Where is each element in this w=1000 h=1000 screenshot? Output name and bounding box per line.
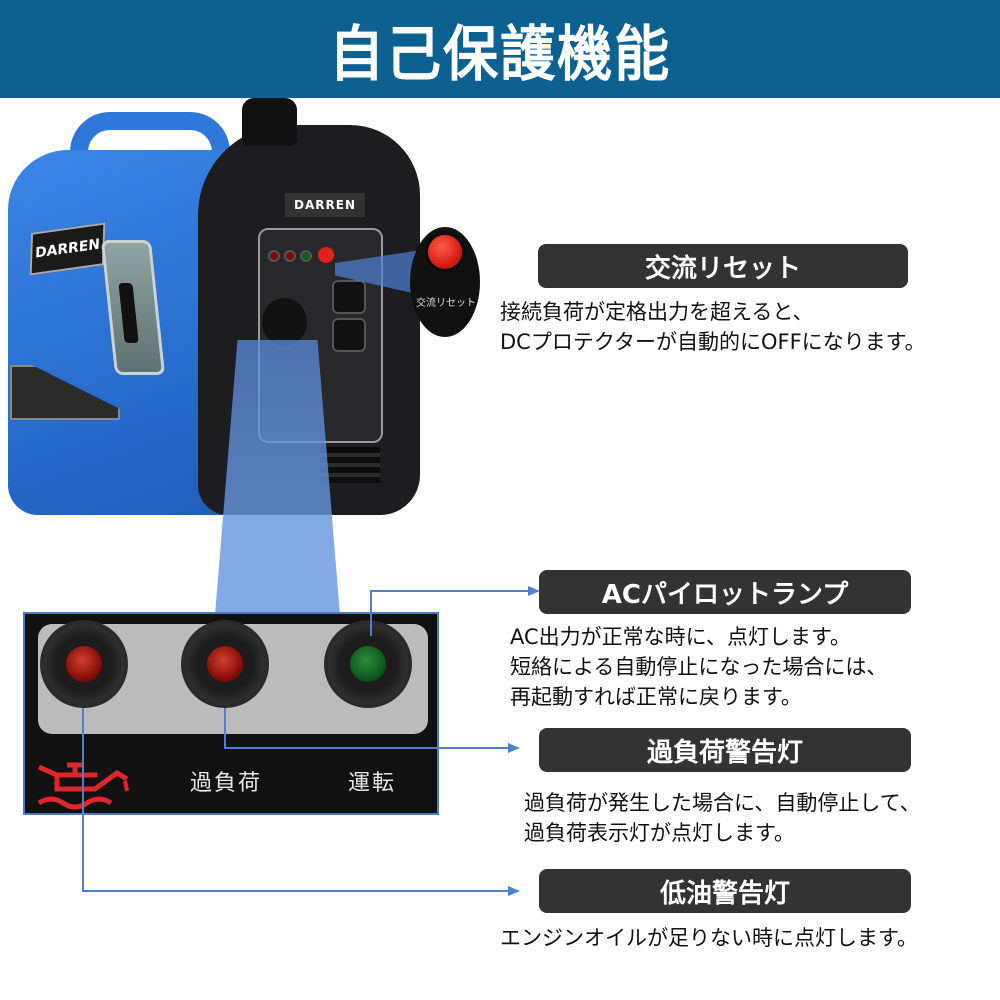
overload-label: 過負荷 [190, 771, 263, 796]
ac-outlet-2 [332, 318, 366, 352]
desc-line: 接続負荷が定格出力を超えると、 [500, 300, 814, 324]
callout-desc-overload-warning: 過負荷が発生した場合に、自動停止して、 過負荷表示灯が点灯します。 [524, 788, 921, 848]
reset-button-label: 交流リセット [416, 298, 476, 309]
callout-title-low-oil-warning: 低油警告灯 [539, 869, 911, 913]
callout-title-overload-warning: 過負荷警告灯 [539, 728, 911, 772]
highlight-beam-indicators [215, 340, 340, 615]
connector-pilot-horizontal [370, 590, 530, 592]
connector-overload-horizontal [224, 747, 512, 749]
vents [320, 447, 380, 483]
ac-outlet-1 [332, 280, 366, 314]
header-banner: 自己保護機能 [0, 0, 1000, 98]
mini-oil-led [268, 250, 280, 262]
page-title: 自己保護機能 [328, 19, 672, 90]
desc-line: 短絡による自動停止になった場合には、 [510, 655, 888, 679]
callout-title-ac-reset: 交流リセット [538, 244, 908, 288]
green-led-icon [350, 646, 386, 682]
desc-line: AC出力が正常な時に、点灯します。 [510, 625, 851, 649]
connector-overload-vertical [224, 708, 226, 748]
desc-line: エンジンオイルが足りない時に点灯します。 [500, 926, 918, 950]
connector-oil-horizontal [82, 890, 512, 892]
red-led-icon [66, 646, 102, 682]
mini-reset-button [318, 247, 334, 263]
callout-desc-ac-reset: 接続負荷が定格出力を超えると、 DCプロテクターが自動的にOFFになります。 [500, 297, 926, 357]
brand-logo-front: DARREN [285, 193, 365, 217]
arrow-pilot-icon [528, 586, 540, 596]
desc-line: 過負荷表示灯が点灯します。 [524, 821, 795, 845]
reset-button-icon [425, 232, 465, 272]
oil-warning-lamp [40, 620, 128, 708]
desc-line: DCプロテクターが自動的にOFFになります。 [500, 330, 926, 354]
connector-oil-vertical [82, 708, 84, 891]
red-led-icon [207, 646, 243, 682]
callout-title-ac-pilot-lamp: ACパイロットランプ [539, 570, 911, 614]
connector-pilot-vertical [370, 590, 372, 636]
callout-desc-ac-pilot-lamp: AC出力が正常な時に、点灯します。 短絡による自動停止になった場合には、 再起動… [510, 622, 887, 712]
mini-run-led [300, 250, 312, 262]
desc-line: 過負荷が発生した場合に、自動停止して、 [524, 791, 921, 815]
callout-desc-low-oil-warning: エンジンオイルが足りない時に点灯します。 [500, 923, 918, 953]
desc-line: 再起動すれば正常に戻ります。 [510, 685, 802, 709]
overload-lamp [181, 620, 269, 708]
run-label: 運転 [348, 771, 397, 796]
oil-can-icon [37, 762, 129, 810]
arrow-oil-icon [508, 886, 520, 896]
mini-overload-led [284, 250, 296, 262]
fuel-cap [242, 98, 297, 146]
control-knob [262, 298, 307, 346]
arrow-overload-icon [508, 743, 520, 753]
run-lamp [324, 620, 412, 708]
